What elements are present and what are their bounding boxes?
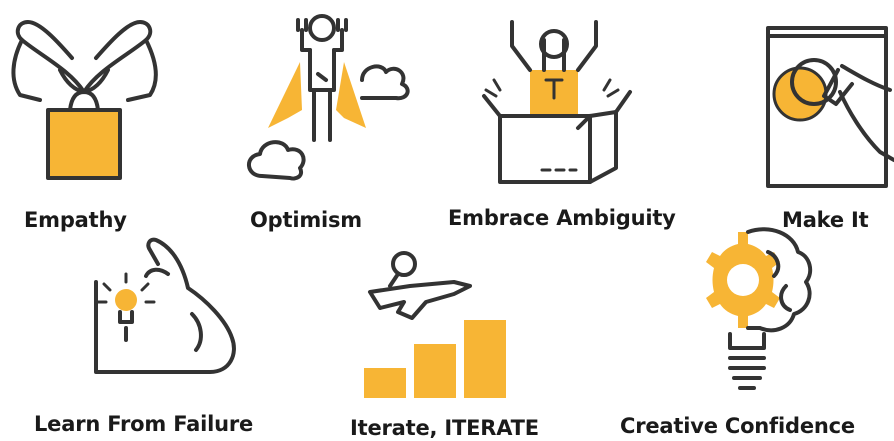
flying-hero-icon bbox=[247, 14, 410, 181]
person-in-box-icon bbox=[482, 20, 632, 184]
mindset-optimism: Optimism bbox=[232, 0, 422, 240]
flexed-arm-lightbulb-icon bbox=[94, 237, 236, 374]
mindset-empathy: Empathy bbox=[0, 0, 180, 240]
mindset-label: Iterate, ITERATE bbox=[350, 416, 539, 440]
mindset-iterate: Iterate, ITERATE bbox=[340, 222, 570, 441]
mindset-label: Optimism bbox=[250, 208, 362, 232]
mindset-label: Make It bbox=[782, 208, 869, 232]
gear-brain-lightbulb-icon bbox=[706, 227, 813, 390]
kicking-person-steps-icon bbox=[364, 251, 506, 398]
heart-hands-gift-icon bbox=[11, 20, 158, 180]
mindset-embrace-ambiguity: Embrace Ambiguity bbox=[440, 0, 700, 240]
hand-drawing-icon bbox=[766, 26, 894, 188]
mindset-label: Embrace Ambiguity bbox=[448, 206, 676, 230]
mindset-label: Empathy bbox=[24, 208, 127, 232]
mindset-creative-confidence: Creative Confidence bbox=[610, 222, 894, 441]
mindset-label: Learn From Failure bbox=[34, 412, 254, 436]
mindset-make-it: Make It bbox=[752, 0, 894, 240]
mindset-label: Creative Confidence bbox=[620, 414, 855, 438]
mindset-learn-from-failure: Learn From Failure bbox=[0, 222, 290, 441]
